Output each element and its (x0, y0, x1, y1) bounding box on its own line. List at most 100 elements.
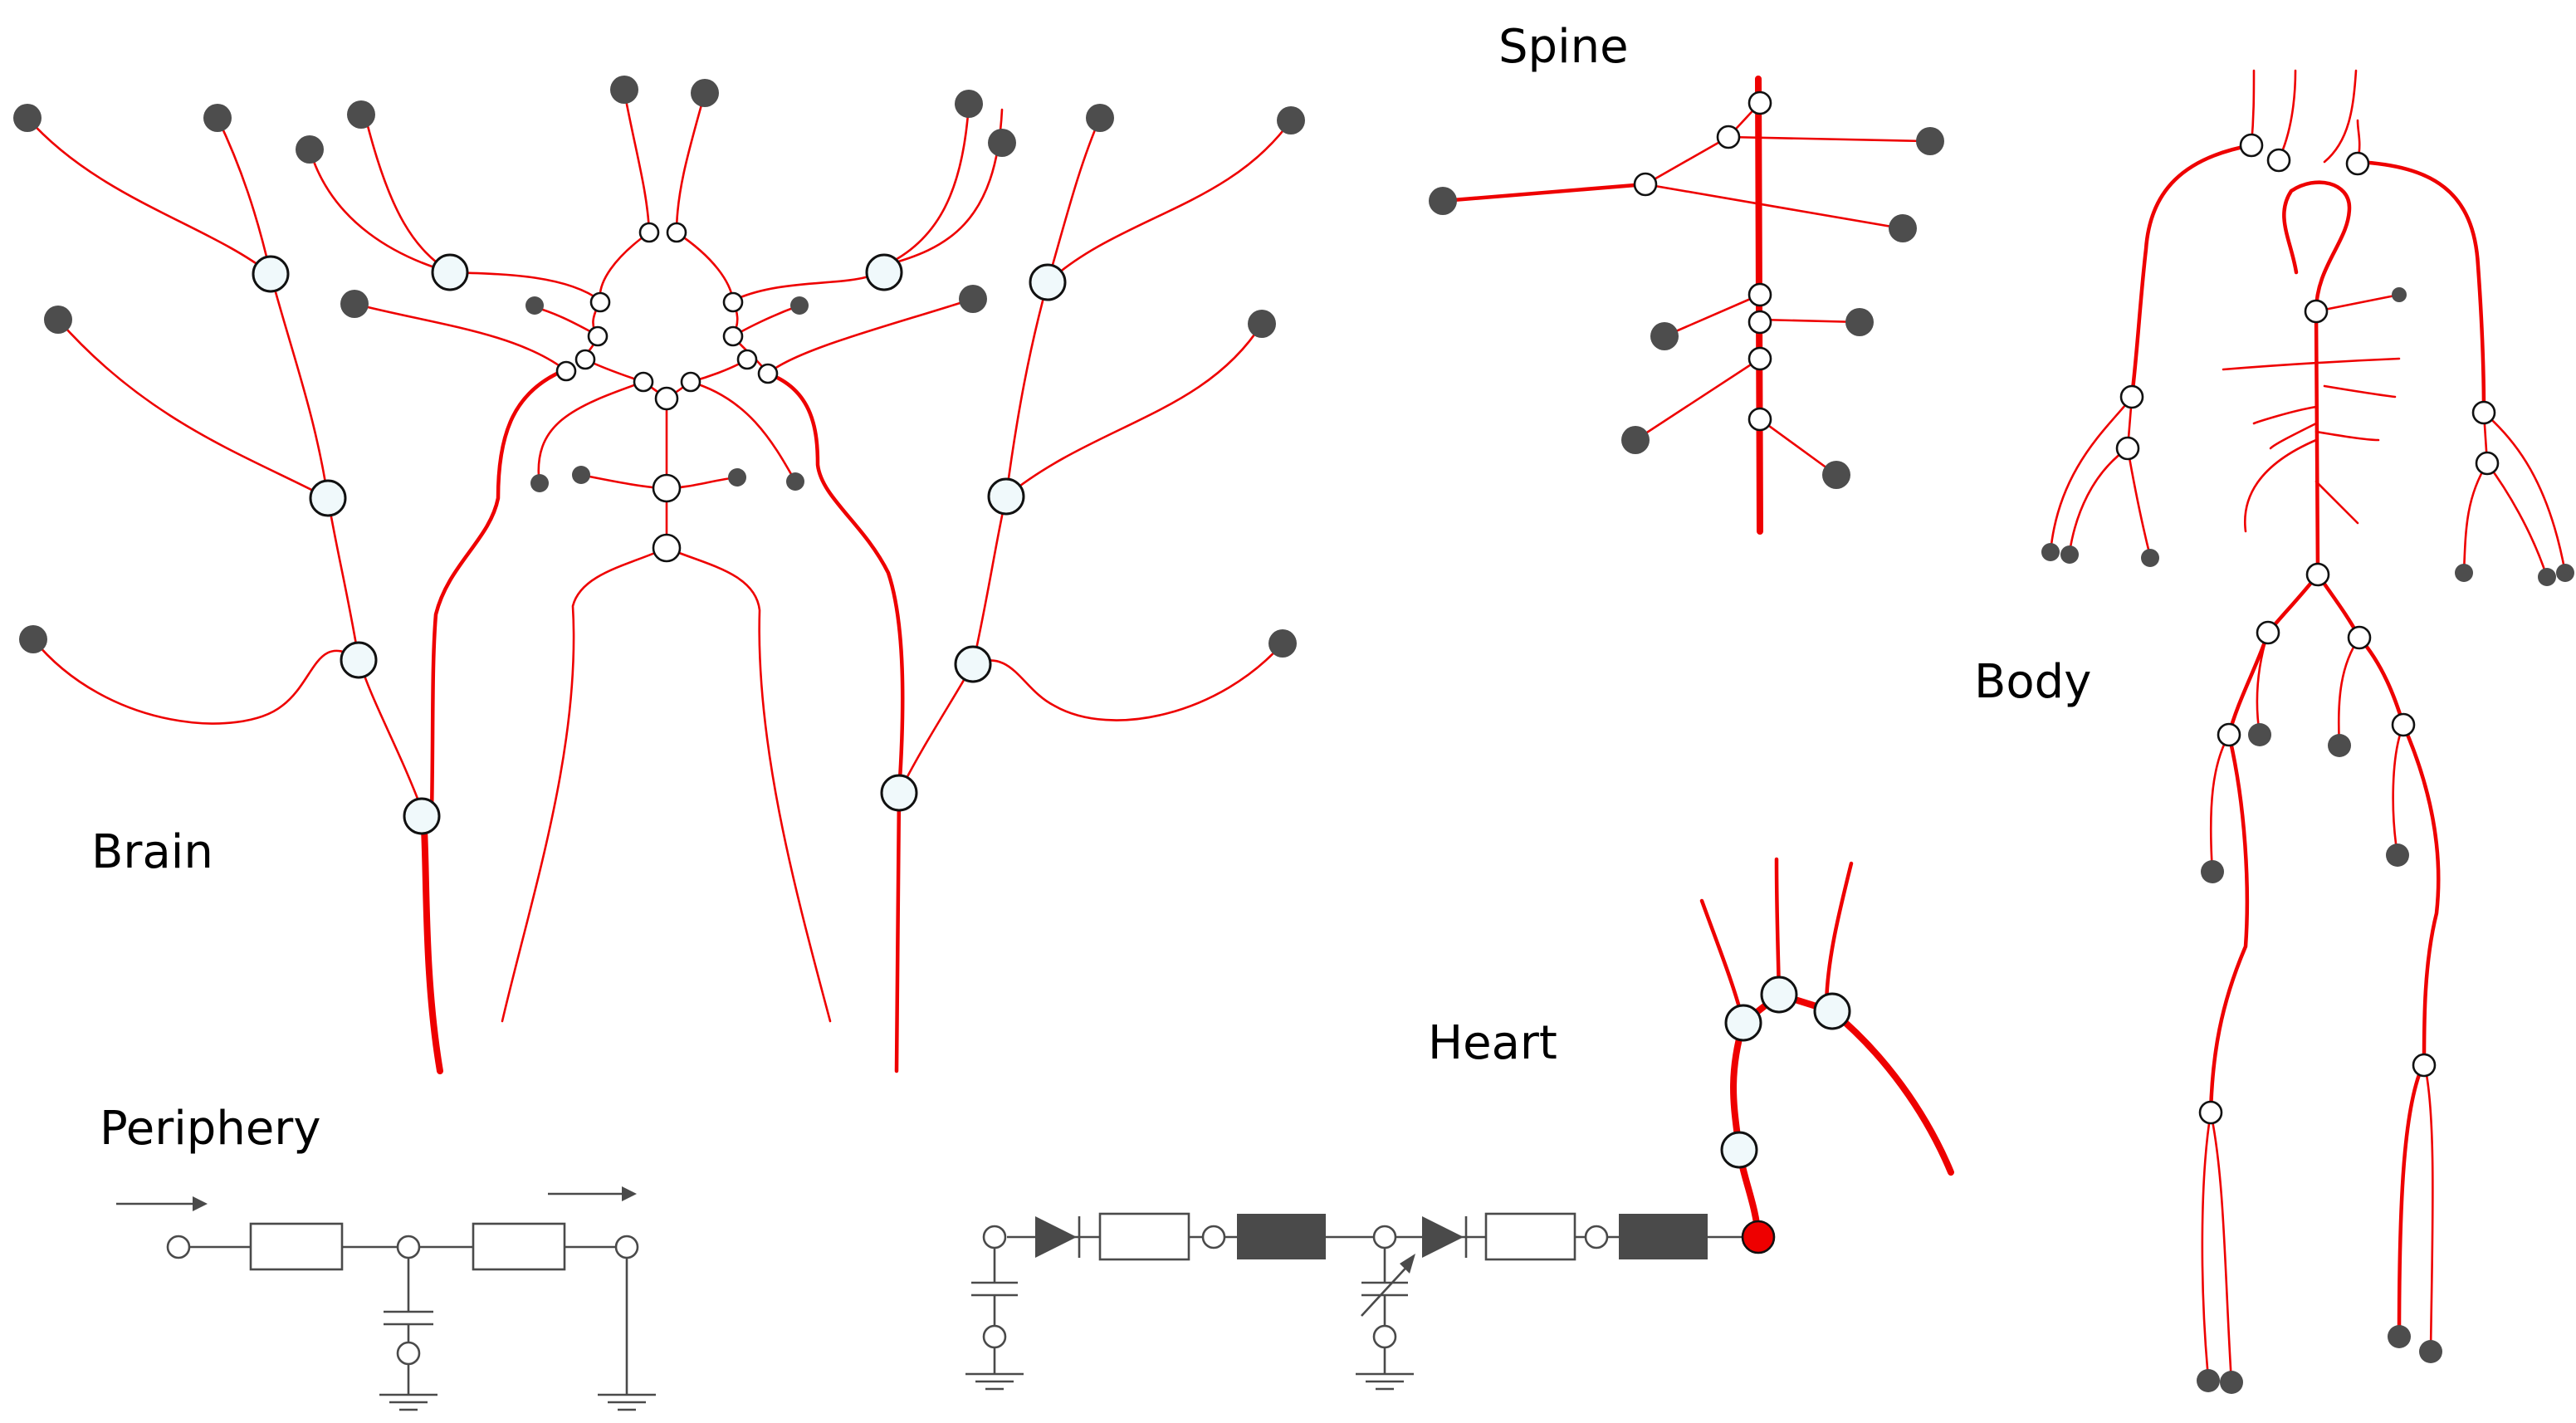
body-terminal-node (2419, 1340, 2442, 1363)
circuit-node (1584, 1225, 1609, 1249)
body-junction-node (2391, 712, 2416, 737)
spine-junction-node (1716, 125, 1741, 149)
spine-vessel (1663, 293, 1762, 338)
brain-terminal-node (790, 296, 809, 315)
heart-vessel (1824, 861, 1854, 1011)
body-vessel (2314, 480, 2359, 525)
brain-junction-node (633, 371, 654, 393)
brain-vessel (665, 546, 832, 1023)
body-terminal-node (2248, 723, 2271, 746)
resistor (1484, 1212, 1576, 1261)
spine-vessel (1758, 318, 1861, 324)
body-vessel (2392, 723, 2405, 857)
brain-junction-node (722, 291, 744, 313)
body-vessel (2269, 422, 2318, 450)
body-vessel (2323, 69, 2358, 164)
body-terminal-node (2386, 844, 2409, 867)
body-vessel (2422, 1061, 2434, 1353)
spine-terminal-node (1621, 426, 1650, 454)
brain-terminal-node (572, 466, 590, 484)
body-vessel (2277, 69, 2297, 161)
diode (1422, 1216, 1464, 1258)
brain-vessel (689, 380, 797, 483)
brain-vessel (971, 642, 1284, 721)
body-junction-node (2305, 562, 2330, 587)
body-terminal-node (2328, 734, 2351, 757)
body-vessel (2337, 636, 2361, 747)
brain-junction-node (757, 363, 779, 384)
body-junction-node (2239, 133, 2264, 158)
heart-vessel (1774, 857, 1782, 997)
body-vessel (2252, 405, 2318, 425)
body-terminals (2041, 287, 2574, 1394)
brain-junction-node (652, 473, 682, 503)
brain-vessel (897, 663, 975, 795)
brain-terminal-node (786, 472, 804, 491)
brain-vessel (357, 658, 425, 815)
brain-vessel (1004, 281, 1049, 498)
brain-vessel (26, 116, 272, 276)
brain-junction-node (654, 386, 679, 411)
brain-terminal-node (525, 296, 544, 315)
spine-junction-node (1747, 282, 1772, 307)
spine-network: Spine (1429, 20, 1944, 535)
spine-junctions (1633, 90, 1772, 432)
brain-junction-node (403, 797, 441, 835)
body-vessel (2314, 293, 2401, 313)
brain-junction-node (574, 349, 596, 370)
brain-terminal-node (296, 135, 324, 164)
spine-junction-node (1747, 407, 1772, 432)
body-vessel (2314, 430, 2380, 442)
brain-junction-node (638, 222, 660, 243)
body-junctions (2115, 133, 2500, 1125)
body-junction-node (2217, 722, 2241, 747)
body-vessel (2208, 732, 2250, 1115)
spine-vessel (1758, 418, 1838, 477)
brain-vessel (269, 272, 330, 500)
brain-vessel (1004, 322, 1264, 498)
diode (1035, 1216, 1077, 1258)
body-vessel (2201, 1111, 2212, 1380)
brain-vessel (501, 546, 668, 1023)
heart-circuit (965, 1235, 1758, 1391)
heart-output-node (1741, 1220, 1776, 1254)
spine-vessel (1644, 183, 1903, 230)
spine-vessels (1440, 76, 1928, 535)
body-junction-node (2412, 1053, 2437, 1078)
body-terminal-node (2197, 1369, 2220, 1392)
body-network: Body (1974, 69, 2574, 1394)
body-terminal-node (2041, 543, 2060, 561)
brain-terminal-node (728, 468, 746, 487)
spine-terminal-node (1845, 308, 1874, 336)
brain-terminal-node (1277, 106, 1305, 134)
spine-terminal-node (1650, 322, 1679, 350)
brain-terminals (13, 76, 1305, 658)
body-junction-node (2345, 151, 2370, 176)
brain-junction-node (431, 253, 469, 291)
brain-junction-node (555, 360, 577, 382)
brain-junction-node (587, 325, 609, 347)
spine-label: Spine (1498, 20, 1629, 74)
body-junction-node (2266, 148, 2291, 173)
body-vessel (2209, 733, 2231, 873)
brain-junction-node (880, 774, 918, 812)
brain-vessel (308, 148, 452, 274)
brain-vessel (56, 318, 330, 500)
body-vessel (2357, 635, 2406, 727)
spine-vessel (1727, 135, 1928, 143)
brain-junction-node (1029, 263, 1067, 301)
brain-vessel (448, 271, 602, 302)
circuit-node (1372, 1324, 1397, 1349)
brain-vessel (1046, 116, 1102, 284)
heart-junction-node (1760, 976, 1798, 1014)
heart-label: Heart (1428, 1016, 1557, 1070)
body-junction-node (2304, 299, 2329, 324)
brain-junction-node (865, 253, 903, 291)
body-label: Body (1974, 655, 2091, 709)
brain-vessel (583, 231, 651, 361)
brain-terminal-node (1268, 629, 1297, 658)
body-vessel (2401, 722, 2441, 1065)
body-vessel (2244, 438, 2318, 533)
body-vessel (2482, 411, 2567, 575)
body-vessels (2049, 69, 2567, 1384)
